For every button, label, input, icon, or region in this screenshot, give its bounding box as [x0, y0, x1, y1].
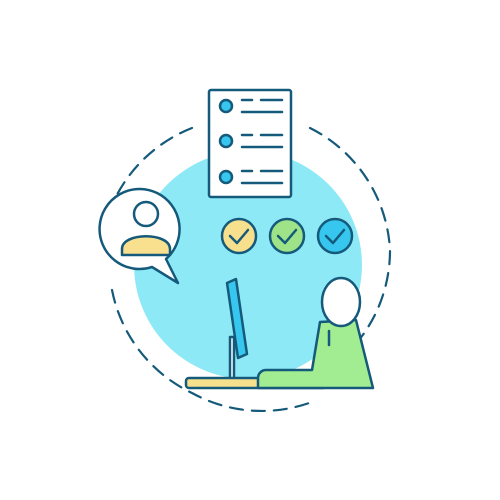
check-circle-icon [220, 217, 258, 255]
person-at-desk-icon [256, 276, 375, 390]
checklist-document-icon [207, 88, 293, 199]
check-circle-icon [316, 217, 354, 255]
bullet-1 [218, 98, 234, 114]
background-circle [134, 151, 362, 379]
bullet-2 [218, 133, 234, 149]
user-speech-bubble-icon [98, 187, 181, 285]
person-head [320, 276, 362, 328]
avatar-icon [120, 200, 172, 257]
bullet-3 [218, 169, 234, 185]
check-circle-icon [268, 217, 306, 255]
dashed-ring [110, 126, 392, 413]
